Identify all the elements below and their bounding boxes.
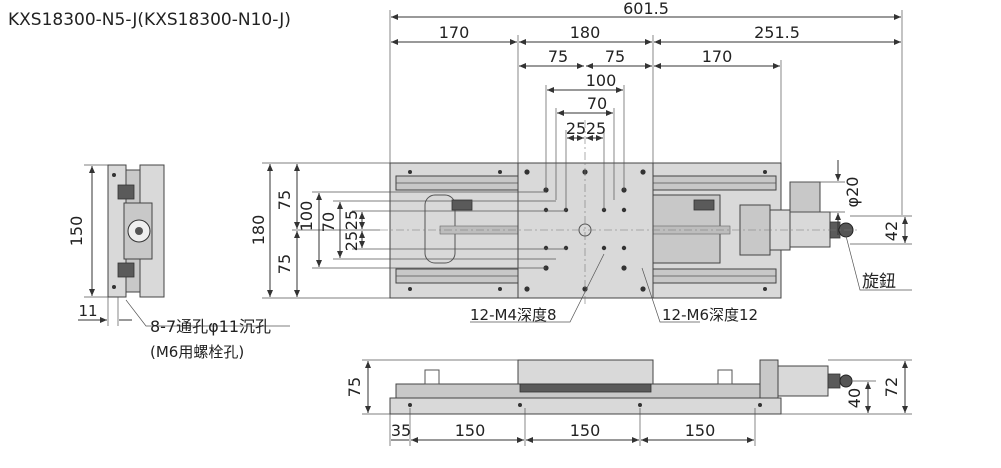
left-dimensions	[262, 162, 566, 299]
dim-150-c: 150	[685, 421, 716, 440]
dim-150-a: 150	[455, 421, 486, 440]
dim-75-right: 75	[605, 47, 625, 66]
dim-42: 42	[882, 221, 901, 241]
dim-75-left: 75	[548, 47, 568, 66]
m6-callout: 12-M6深度12	[662, 306, 758, 324]
dim-100: 100	[586, 71, 617, 90]
hole-note: 8-7通孔φ11沉孔	[150, 317, 271, 336]
dim-70-vertical: 70	[319, 212, 338, 232]
dim-75-lower: 75	[275, 254, 294, 274]
plan-view	[380, 120, 860, 305]
dim-180-vertical: 180	[249, 215, 268, 246]
dim-150: 150	[67, 216, 86, 247]
dim-75-upper: 75	[275, 190, 294, 210]
dim-11: 11	[78, 302, 97, 320]
dim-601-5: 601.5	[623, 0, 669, 18]
front-table	[517, 359, 654, 385]
dim-72-front: 72	[882, 377, 901, 397]
stage-table	[517, 162, 654, 299]
dim-150-b: 150	[570, 421, 601, 440]
dim-25-lower: 25	[342, 231, 361, 251]
dim-25-b: 25	[586, 119, 606, 138]
dim-25-a: 25	[566, 119, 586, 138]
dim-40-front: 40	[845, 388, 864, 408]
dim-75-front: 75	[345, 377, 364, 397]
dim-100-vertical: 100	[297, 201, 316, 232]
dim-251-5: 251.5	[754, 23, 800, 42]
side-view	[78, 164, 290, 327]
front-base	[389, 397, 782, 415]
dim-phi20: φ20	[843, 177, 862, 208]
dim-70: 70	[587, 94, 607, 113]
m4-callout: 12-M4深度8	[470, 306, 557, 324]
hole-note-bolt: (M6用螺栓孔)	[150, 343, 244, 361]
dim-35: 35	[391, 421, 411, 440]
dim-180: 180	[570, 23, 601, 42]
front-view	[362, 359, 912, 446]
dim-170-left: 170	[439, 23, 470, 42]
knob-label: 旋鈕	[862, 272, 896, 292]
page-title: KXS18300-N5-J(KXS18300-N10-J)	[8, 10, 291, 30]
right-dimensions	[790, 160, 912, 291]
dim-170-right: 170	[702, 47, 733, 66]
top-dimensions	[389, 10, 903, 215]
dim-25-upper: 25	[342, 210, 361, 230]
